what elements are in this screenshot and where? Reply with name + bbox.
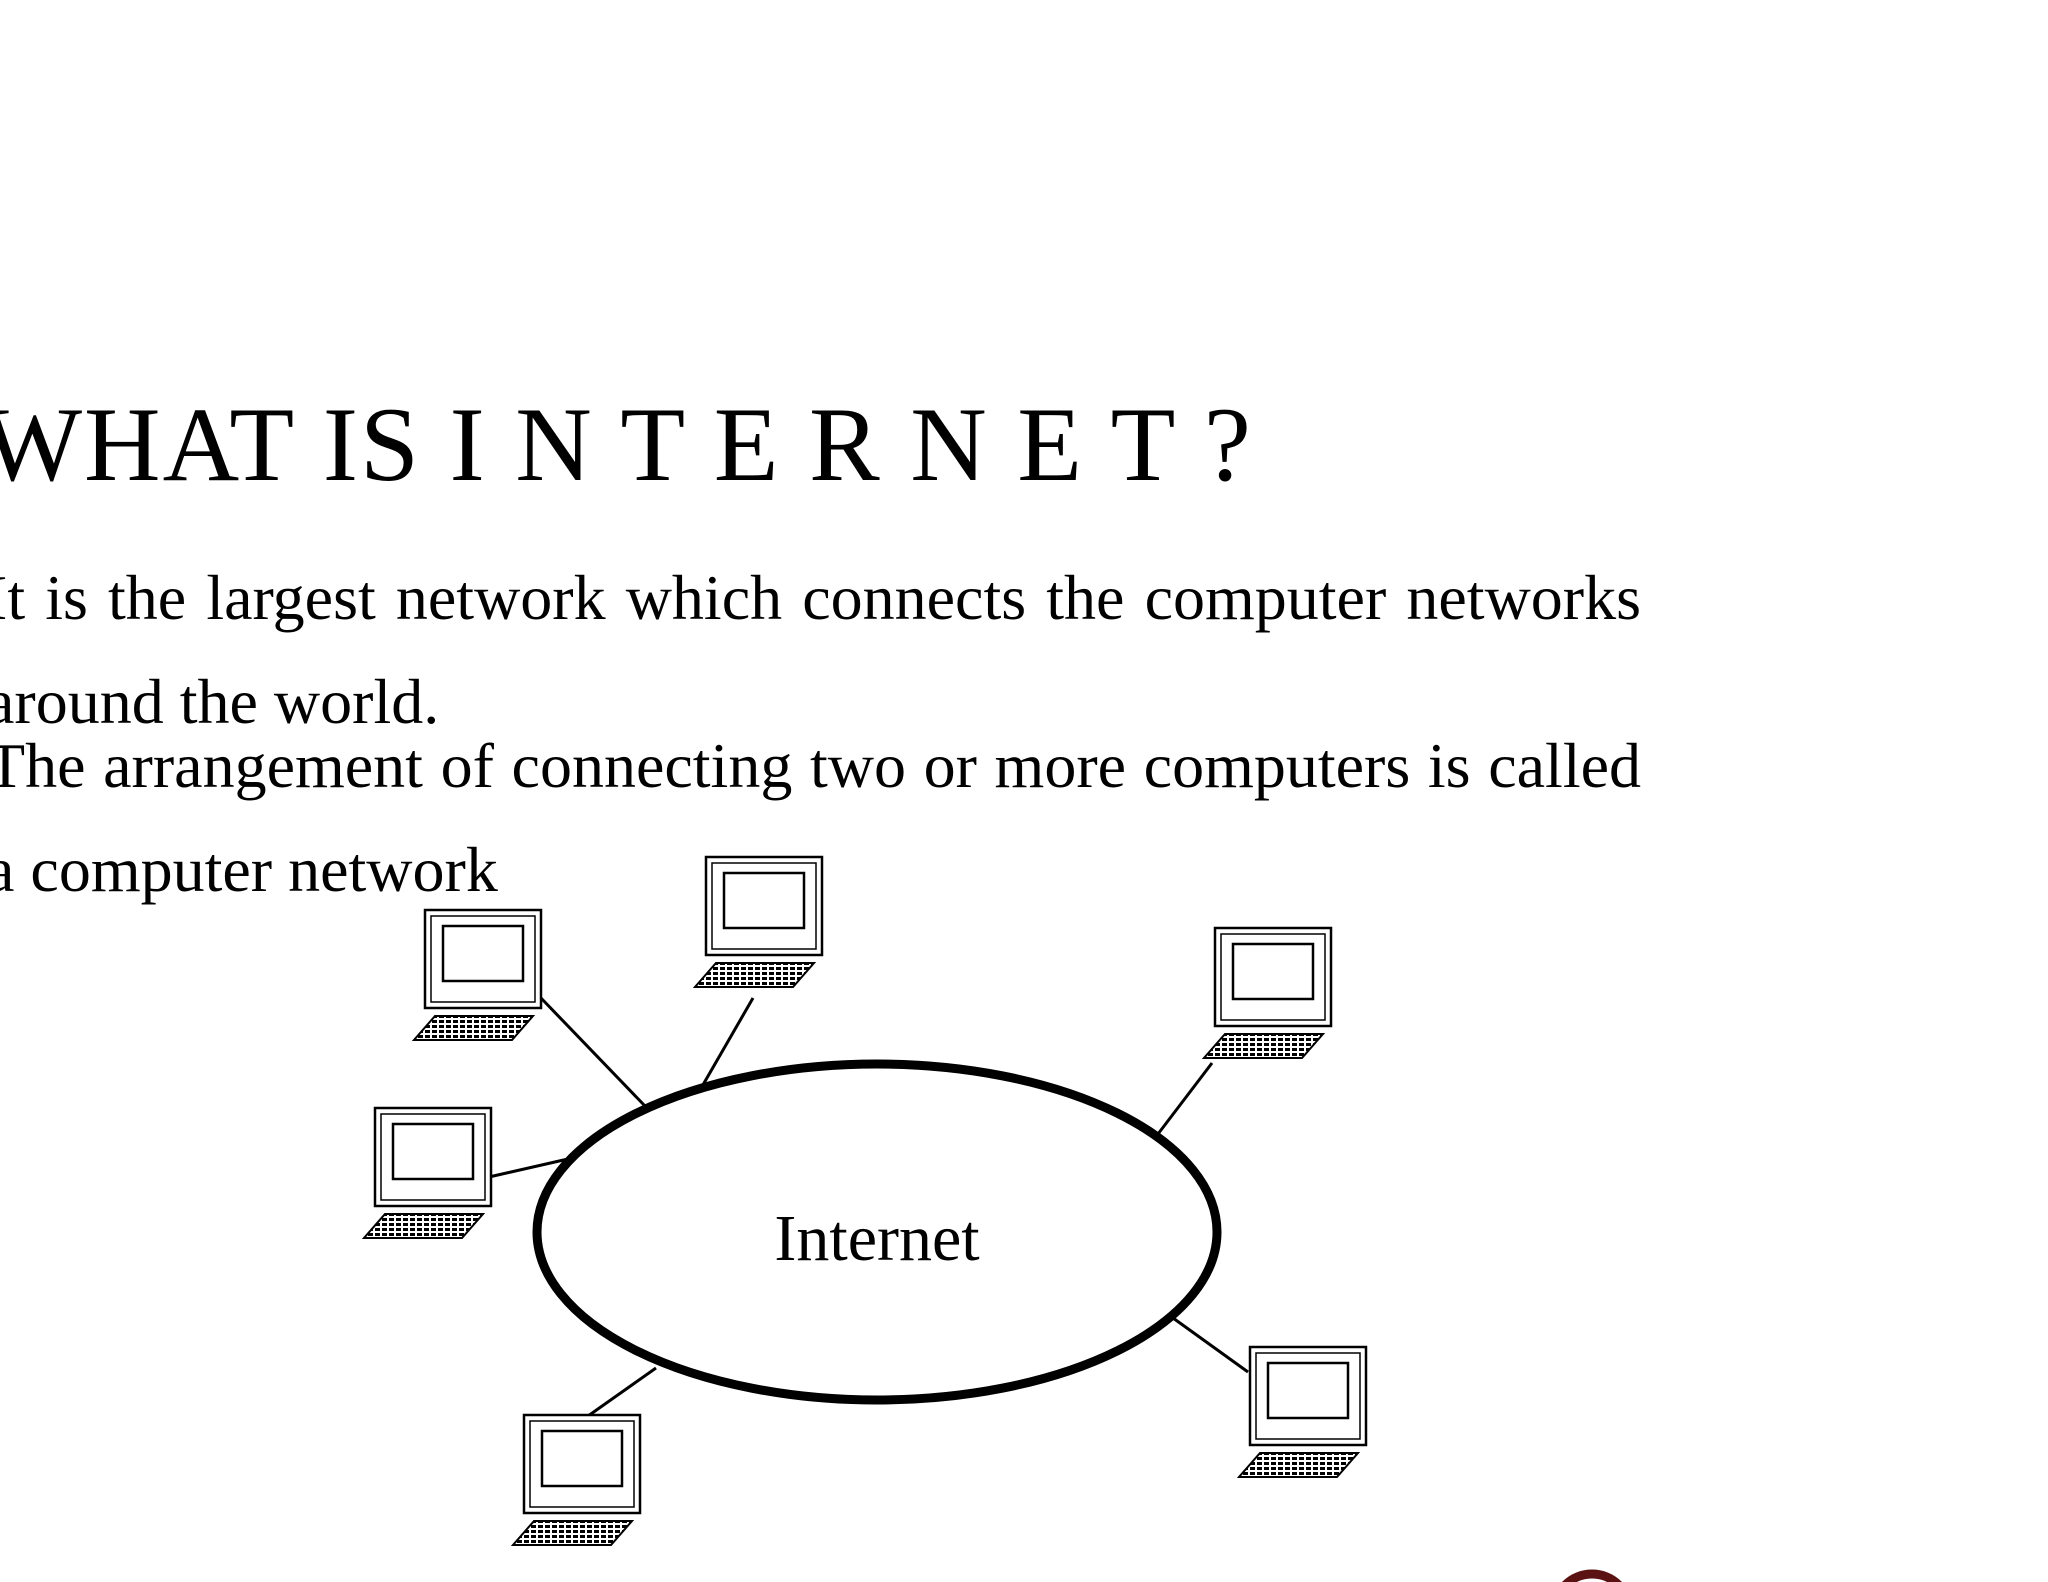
link-lower-right — [1172, 1316, 1249, 1374]
computer-bottom — [511, 1413, 642, 1547]
link-upper-left — [538, 995, 647, 1108]
link-top — [698, 997, 755, 1091]
internet-label: Internet — [774, 1202, 979, 1275]
slide-title: WHAT IS I N T E R N E T ? — [0, 386, 1253, 503]
computer-top — [693, 855, 824, 989]
paragraph-definition: It is the largest network which connects… — [0, 562, 1641, 737]
internet-cloud — [532, 1059, 1222, 1405]
computer-left — [362, 1106, 493, 1240]
logo-icon — [1561, 1569, 1623, 1582]
computer-upper-right — [1202, 926, 1333, 1060]
link-left — [488, 1157, 569, 1179]
link-upper-right — [1156, 1062, 1214, 1135]
link-bottom — [587, 1366, 657, 1418]
connection-lines — [488, 995, 1249, 1418]
computer-upper-left — [412, 908, 543, 1042]
paragraph-network: The arrangement of connecting two or mor… — [0, 730, 1641, 905]
computer-lower-right — [1237, 1345, 1368, 1479]
